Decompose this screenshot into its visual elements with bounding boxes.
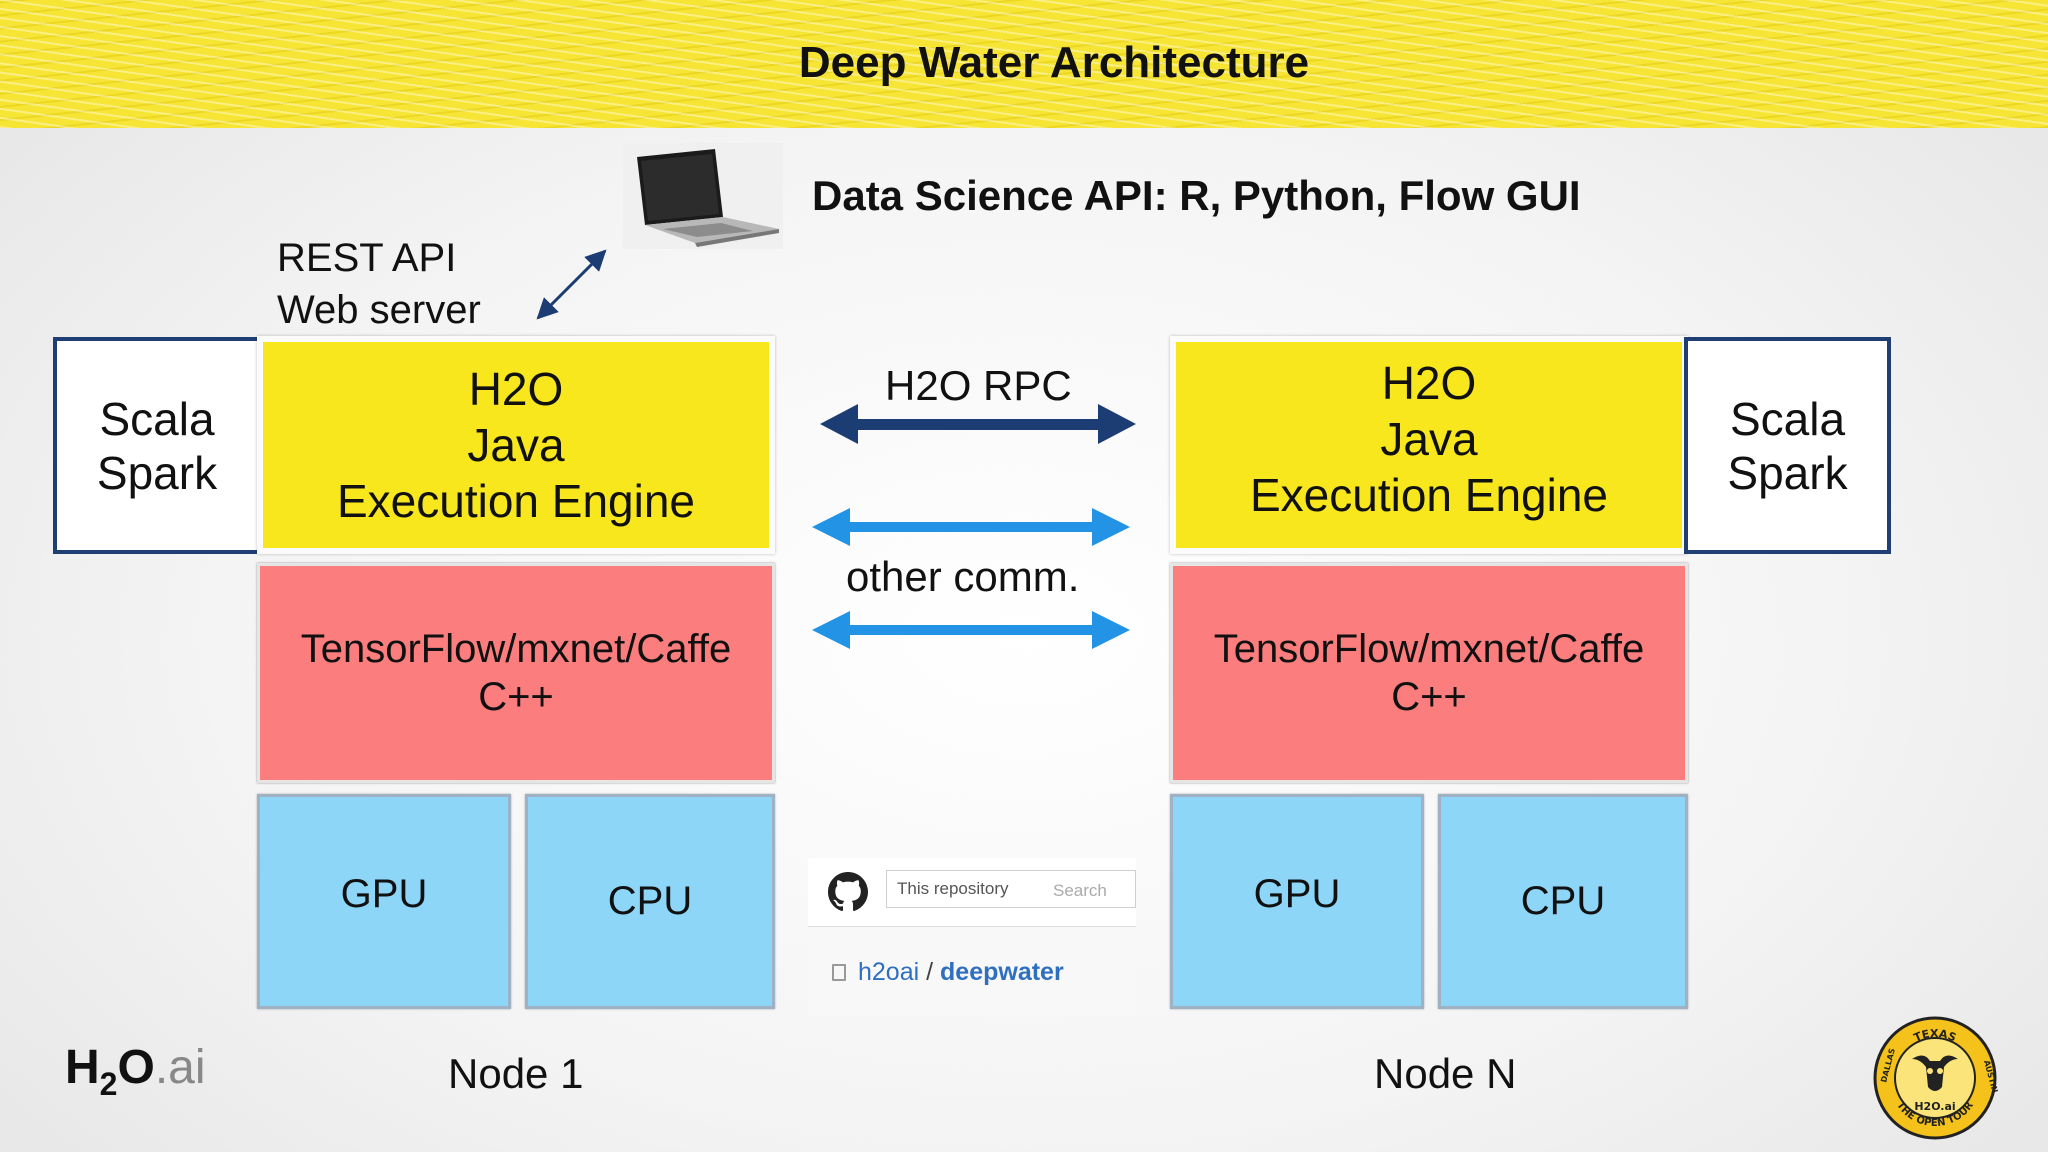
rpc-arrow	[820, 404, 1136, 444]
node1-gpu-label: GPU	[340, 871, 428, 916]
github-octocat-icon	[828, 872, 868, 912]
node1-gpu-box: GPU	[257, 794, 511, 1009]
node1-java-label: Java	[467, 419, 565, 471]
github-repo-link[interactable]: h2oai / deepwater	[858, 958, 1064, 987]
github-search-placeholder: Search	[1053, 881, 1107, 900]
repo-name[interactable]: deepwater	[940, 958, 1064, 986]
open-tour-badge: TEXAS THE OPEN TOUR DALLAS AUSTIN H2O.ai	[1872, 1015, 1999, 1141]
logo-h: H	[65, 1041, 100, 1094]
rest-api-arrow	[536, 249, 607, 320]
github-search-input[interactable]: This repository Search	[886, 870, 1136, 908]
noden-label: Node N	[1374, 1050, 1517, 1097]
rpc-label: H2O RPC	[885, 362, 1072, 409]
other-comm-arrow-bottom	[812, 611, 1130, 649]
slide-title: Deep Water Architecture	[798, 38, 1310, 87]
noden-spark-label: Spark	[1727, 446, 1848, 499]
noden-engine-label: Execution Engine	[1249, 469, 1609, 521]
web-server-label: Web server	[277, 288, 481, 332]
github-scope-label: This repository	[897, 879, 1009, 898]
logo-o: O	[117, 1041, 155, 1094]
github-repo-snippet[interactable]: This repository Search h2oai / deepwater	[808, 858, 1136, 1016]
noden-cpp-label: C++	[1391, 675, 1467, 719]
repo-separator: /	[926, 958, 934, 986]
noden-framework-box: TensorFlow/mxnet/Caffe C++	[1170, 563, 1688, 783]
other-comm-label: other comm.	[846, 553, 1080, 600]
node1-scala-label: Scala	[99, 392, 215, 445]
noden-h2o-engine-box: H2O Java Execution Engine	[1170, 336, 1688, 554]
noden-gpu-box: GPU	[1170, 794, 1424, 1009]
noden-scala-spark-box: Scala Spark	[1684, 337, 1891, 554]
noden-scala-label: Scala	[1729, 392, 1846, 445]
noden-gpu-label: GPU	[1253, 871, 1341, 916]
noden-framework-label: TensorFlow/mxnet/Caffe	[1213, 627, 1645, 671]
node1-cpu-box: CPU	[525, 794, 775, 1009]
github-header: This repository Search	[808, 858, 1136, 927]
noden-h2o-label: H2O	[1381, 357, 1477, 409]
node1-framework-label: TensorFlow/mxnet/Caffe	[300, 627, 732, 671]
badge-center-text: H2O.ai	[1914, 1100, 1955, 1113]
header-band	[0, 0, 2048, 128]
h2o-ai-logo: H2O.ai	[65, 1040, 206, 1102]
node1-spark-label: Spark	[96, 446, 218, 499]
node1-h2o-engine-box: H2O Java Execution Engine	[257, 336, 775, 554]
noden-cpu-box: CPU	[1438, 794, 1688, 1009]
noden-cpu-label: CPU	[1520, 879, 1606, 923]
logo-ai: .ai	[154, 1041, 206, 1094]
api-heading: Data Science API: R, Python, Flow GUI	[812, 172, 1581, 219]
repo-owner[interactable]: h2oai	[858, 958, 920, 986]
node1-cpp-label: C++	[478, 675, 554, 719]
node1-label: Node 1	[448, 1050, 584, 1097]
node1-h2o-label: H2O	[468, 363, 564, 415]
laptop-image	[623, 143, 783, 249]
node1-framework-box: TensorFlow/mxnet/Caffe C++	[257, 563, 775, 783]
badge-top-text: TEXAS	[1912, 1027, 1958, 1044]
rest-api-label: REST API	[277, 236, 457, 280]
svg-text:TEXAS: TEXAS	[1912, 1027, 1958, 1044]
noden-java-label: Java	[1380, 413, 1478, 465]
bull-skull-icon	[1912, 1055, 1958, 1091]
logo-subscript: 2	[99, 1066, 118, 1102]
node1-cpu-label: CPU	[607, 879, 693, 923]
other-comm-arrow-top	[812, 508, 1130, 546]
node1-engine-label: Execution Engine	[336, 475, 696, 527]
node1-scala-spark-box: Scala Spark	[53, 337, 261, 554]
repo-book-icon	[832, 964, 846, 981]
